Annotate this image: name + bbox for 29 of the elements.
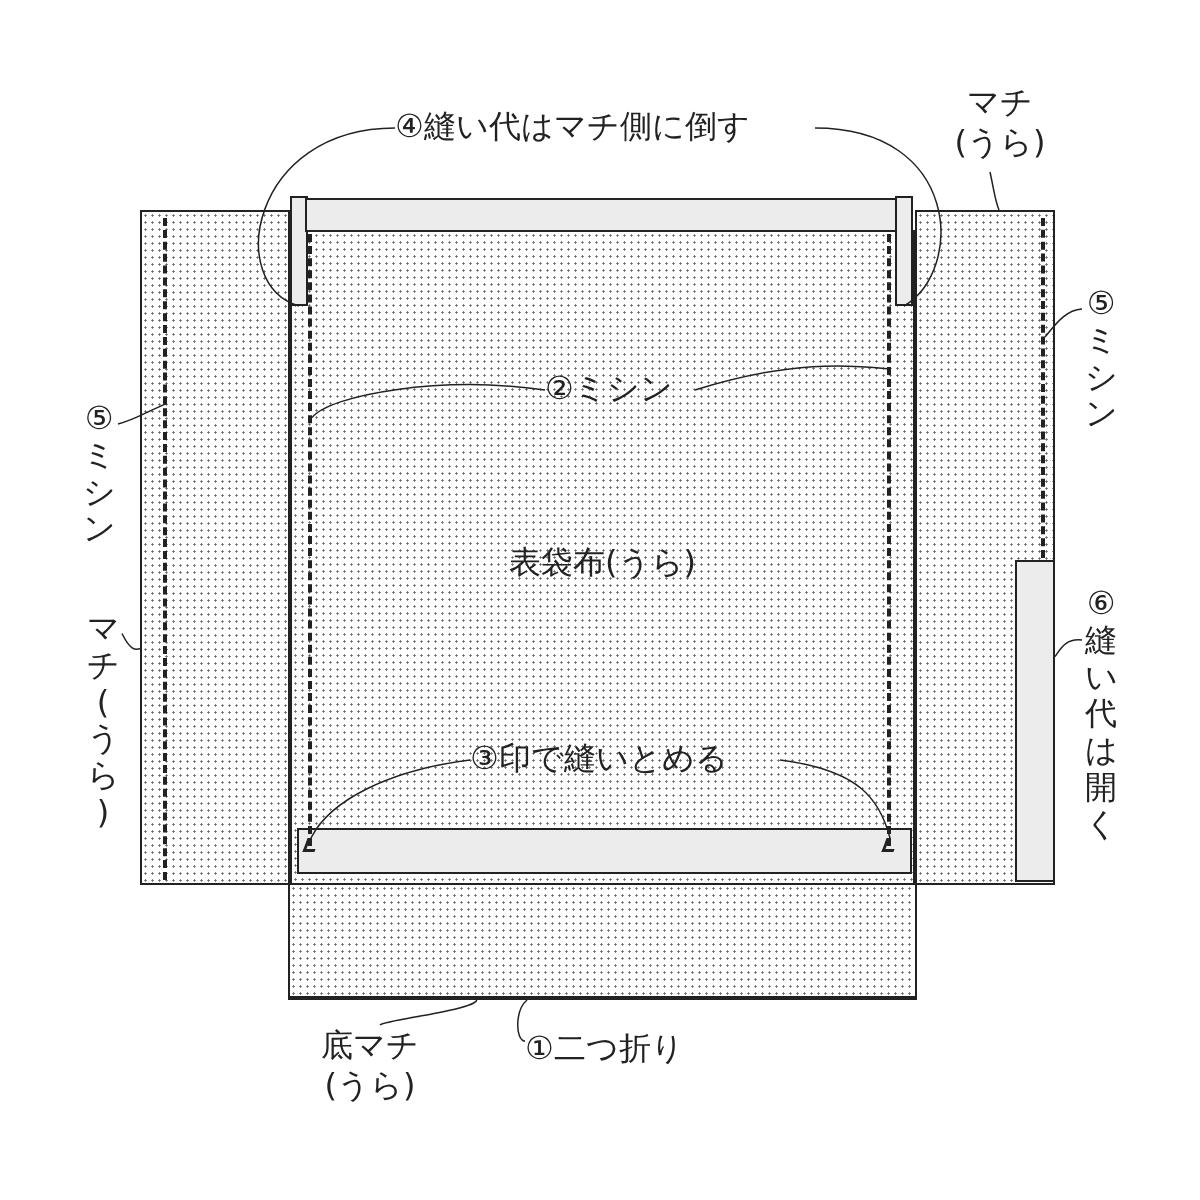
stitch-line: [163, 218, 167, 880]
callout-label: ⑥縫い代は開く: [1082, 585, 1120, 860]
callout-label: ⑤ミシン: [1082, 285, 1120, 445]
fabric-panel: [915, 210, 1055, 885]
callout-label: ④縫い代はマチ側に倒す: [395, 106, 815, 150]
stitch-line: [1041, 218, 1045, 558]
callout-label: ⑤ミシン: [80, 400, 118, 560]
folded-seam-allowance: [290, 196, 308, 306]
leader-line: [989, 171, 1000, 211]
leader-line: [121, 632, 141, 650]
panel-label: 表袋布(うら): [508, 542, 697, 582]
callout-label: ①二つ折り: [525, 1028, 725, 1072]
folded-seam-allowance: [895, 196, 913, 306]
callout-label: ②ミシン: [545, 368, 695, 412]
callout-label: ③印で縫いとめる: [470, 738, 780, 782]
fabric-panel: [288, 883, 917, 1000]
fabric-panel: [290, 230, 915, 885]
leader-line: [1044, 308, 1083, 338]
leader-line: [379, 999, 478, 1026]
callout-label: 底マチ(うら): [320, 1025, 420, 1115]
callout-label: マチ(うら): [950, 82, 1050, 172]
callout-label: マチ(うら): [84, 610, 122, 845]
leader-line: [517, 999, 528, 1042]
stitch-line: [887, 234, 891, 846]
fabric-panel: [140, 210, 290, 885]
folded-seam-allowance: [305, 198, 897, 232]
fold-edge: [288, 996, 917, 1000]
leader-line: [1054, 639, 1083, 658]
open-seam-allowance: [1015, 560, 1055, 882]
